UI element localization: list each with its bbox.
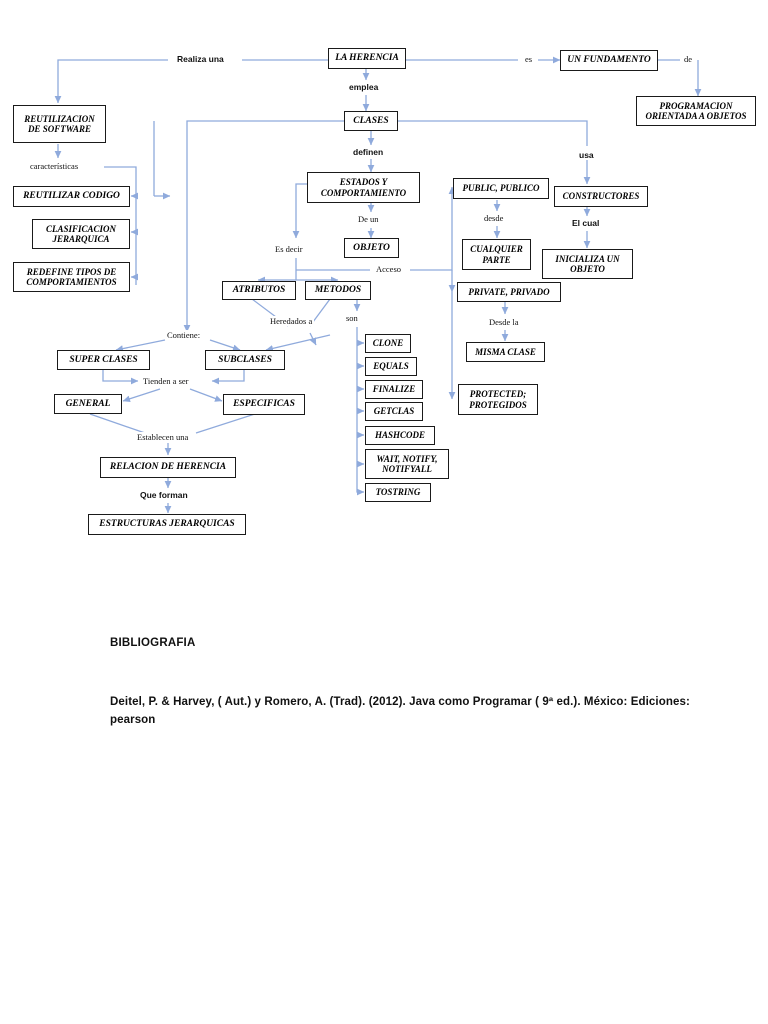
node-cualquier-parte[interactable]: CUALQUIER PARTE [462,239,531,270]
node-public-publico[interactable]: PUBLIC, PUBLICO [453,178,549,199]
node-misma-clase[interactable]: MISMA CLASE [466,342,545,362]
edge-label-heredados-a: Heredados a [268,316,315,326]
node-equals[interactable]: EQUALS [365,357,417,376]
edge-label-contiene: Contiene: [165,330,203,340]
edge-label-usa: usa [577,150,596,160]
node-un-fundamento[interactable]: UN FUNDAMENTO [560,50,658,71]
node-clasificacion-jerarquica[interactable]: CLASIFICACION JERARQUICA [32,219,130,249]
node-super-clases[interactable]: SUPER CLASES [57,350,150,370]
node-finalize[interactable]: FINALIZE [365,380,423,399]
node-reutilizar-codigo[interactable]: REUTILIZAR CODIGO [13,186,130,207]
node-clone[interactable]: CLONE [365,334,411,353]
edge-label-caracteristicas: características [28,161,81,171]
edge-label-de: de [682,54,695,64]
node-relacion-de-herencia[interactable]: RELACION DE HERENCIA [100,457,236,478]
node-tostring[interactable]: TOSTRING [365,483,431,502]
edge-label-es-decir: Es decir [273,244,305,254]
edge-label-realiza-una: Realiza una [175,54,226,64]
node-estados-y-comportamiento[interactable]: ESTADOS Y COMPORTAMIENTO [307,172,420,203]
node-objeto[interactable]: OBJETO [344,238,399,258]
node-inicializa-un-objeto[interactable]: INICIALIZA UN OBJETO [542,249,633,279]
node-reutilizacion-de-software[interactable]: REUTILIZACION DE SOFTWARE [13,105,106,143]
node-programacion-orientada-objetos[interactable]: PROGRAMACION ORIENTADA A OBJETOS [636,96,756,126]
node-general[interactable]: GENERAL [54,394,122,414]
edge-label-emplea: emplea [347,82,381,92]
bibliography-heading: BIBLIOGRAFIA [110,637,196,649]
edge-label-establecen-una: Establecen una [135,432,191,442]
edge-label-es: es [523,54,535,64]
edge-label-desde-la: Desde la [487,317,521,327]
bibliography-entry: Deitel, P. & Harvey, ( Aut.) y Romero, A… [110,696,690,726]
node-constructores[interactable]: CONSTRUCTORES [554,186,648,207]
edge-label-que-forman: Que forman [138,490,190,500]
edge-label-desde: desde [482,213,506,223]
edge-label-definen: definen [351,147,386,157]
node-getclas[interactable]: GETCLAS [365,402,423,421]
node-private-privado[interactable]: PRIVATE, PRIVADO [457,282,561,302]
node-wait-notify-notifyall[interactable]: WAIT, NOTIFY, NOTIFYALL [365,449,449,479]
edge-label-son: son [344,313,360,323]
node-la-herencia[interactable]: LA HERENCIA [328,48,406,69]
node-redefine-tipos-comportamientos[interactable]: REDEFINE TIPOS DE COMPORTAMIENTOS [13,262,130,292]
node-protected-protegidos[interactable]: PROTECTED; PROTEGIDOS [458,384,538,415]
node-atributos[interactable]: ATRIBUTOS [222,281,296,300]
node-subclases[interactable]: SUBCLASES [205,350,285,370]
node-clases[interactable]: CLASES [344,111,398,131]
node-hashcode[interactable]: HASHCODE [365,426,435,445]
node-metodos[interactable]: METODOS [305,281,371,300]
node-estructuras-jerarquicas[interactable]: ESTRUCTURAS JERARQUICAS [88,514,246,535]
edge-label-el-cual: El cual [570,218,602,228]
edge-label-acceso: Acceso [374,264,404,274]
node-especificas[interactable]: ESPECIFICAS [223,394,305,415]
edge-label-tienden-a-ser: Tienden a ser [141,376,191,386]
edge-label-de-un: De un [356,214,381,224]
